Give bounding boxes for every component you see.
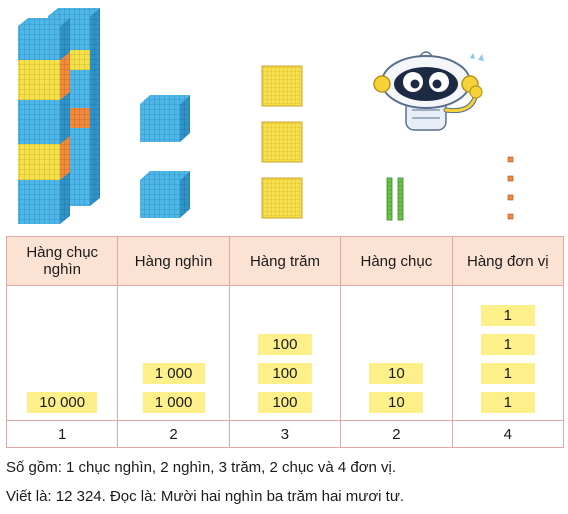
value-chip: 1 000 — [142, 363, 205, 384]
value-chip: 10 — [369, 392, 424, 413]
table-header-row: Hàng chục nghìn Hàng nghìn Hàng trăm Hàn… — [5, 236, 565, 286]
thousand-cube-icon — [140, 95, 190, 142]
hundred-flat-icon — [261, 177, 303, 219]
ten-thousand-block-icon — [18, 8, 100, 224]
write-read-sentence: Viết là: 12 324. Đọc là: Mười hai nghìn … — [6, 488, 405, 505]
digit-cell: 2 — [340, 420, 453, 448]
ten-rod-icon — [386, 177, 393, 221]
ones-cell: 1 1 1 1 — [451, 285, 565, 421]
value-chip: 1 — [480, 363, 535, 384]
value-chip: 1 — [480, 334, 535, 355]
robot-mascot-icon — [373, 51, 484, 131]
value-chip: 1 000 — [142, 392, 205, 413]
digit-cell: 1 — [5, 420, 119, 448]
unit-cube-icon — [507, 175, 514, 182]
tens-cell: 10 10 — [340, 285, 453, 421]
value-chip: 10 000 — [27, 392, 98, 413]
hundred-flat-icon — [261, 121, 303, 163]
digit-cell: 3 — [228, 420, 342, 448]
composition-sentence: Số gồm: 1 chục nghìn, 2 nghìn, 3 trăm, 2… — [6, 459, 397, 476]
table-digits-row: 1 2 3 2 4 — [5, 420, 565, 448]
base-ten-blocks-illustration — [18, 8, 514, 224]
value-chip: 1 — [480, 305, 535, 326]
table-values-row: 10 000 1 000 1 000 100 100 100 10 10 1 — [5, 285, 565, 421]
value-chip: 1 — [480, 392, 535, 413]
place-value-table: Hàng chục nghìn Hàng nghìn Hàng trăm Hàn… — [5, 236, 565, 448]
header-ten-thousands: Hàng chục nghìn — [5, 236, 119, 286]
header-tens: Hàng chục — [340, 236, 453, 286]
thousands-cell: 1 000 1 000 — [117, 285, 230, 421]
header-ones: Hàng đơn vị — [451, 236, 565, 286]
thousand-cube-icon — [140, 171, 190, 218]
value-chip: 100 — [257, 334, 312, 355]
unit-cube-icon — [507, 213, 514, 220]
unit-cube-icon — [507, 156, 514, 163]
ten-thousands-cell: 10 000 — [5, 285, 119, 421]
hundreds-cell: 100 100 100 — [228, 285, 342, 421]
header-thousands: Hàng nghìn — [117, 236, 230, 286]
hundred-flat-icon — [261, 65, 303, 107]
ten-rod-icon — [397, 177, 404, 221]
digit-cell: 4 — [451, 420, 565, 448]
header-hundreds: Hàng trăm — [228, 236, 342, 286]
value-chip: 100 — [257, 363, 312, 384]
digit-cell: 2 — [117, 420, 230, 448]
value-chip: 10 — [369, 363, 424, 384]
unit-cube-icon — [507, 194, 514, 201]
value-chip: 100 — [257, 392, 312, 413]
